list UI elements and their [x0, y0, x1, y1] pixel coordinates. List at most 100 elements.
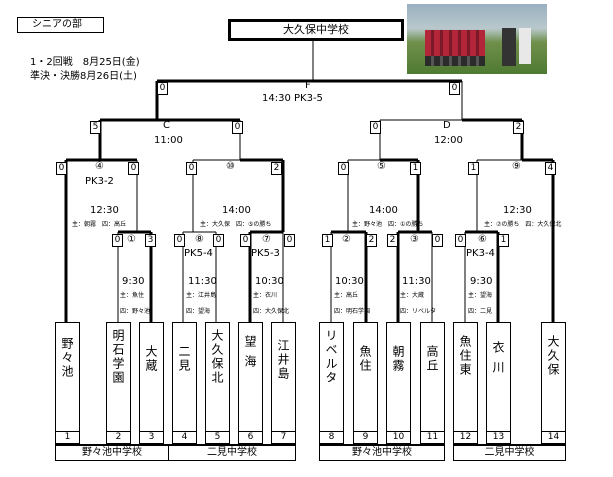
team-number: 12 [453, 431, 478, 444]
team-number: 1 [55, 431, 80, 444]
qf-10-left-score: 0 [186, 162, 197, 175]
team-box-4: 二見 [172, 322, 197, 432]
team-number: 10 [386, 431, 411, 444]
r1-1-ref2: 四：野々池 [120, 308, 151, 315]
semi-c-label: C [163, 120, 170, 131]
semi-c-time: 11:00 [154, 135, 183, 146]
r1-8-ref1: 主：江井島 [186, 292, 217, 299]
r1-1-ref1: 主：魚住 [120, 292, 145, 299]
semi-d-left-score: 0 [370, 121, 381, 134]
r1-2-right-score: 2 [366, 234, 377, 247]
r1-2-id: ② [342, 234, 351, 245]
r1-3-ref1: 主：大蔵 [400, 292, 425, 299]
qf-5-time: 14:00 [369, 205, 398, 216]
semi-c-right-score: 0 [232, 121, 243, 134]
qf-4-pk: PK3-2 [85, 176, 114, 187]
final-right-score: 0 [449, 82, 460, 95]
category-label-box: シニアの部 [17, 17, 104, 33]
venue-3: 野々池中学校 [319, 444, 445, 461]
team-name: 大久保 [546, 335, 560, 377]
category-label: シニアの部 [32, 19, 82, 30]
team-name: 朝霧 [391, 345, 405, 373]
qf-10-id: ⑩ [226, 161, 235, 172]
team-box-10: 朝霧 [386, 322, 411, 432]
team-box-7: 江井島 [271, 322, 296, 432]
r1-8-ref2: 四：望海 [186, 308, 211, 315]
team-number: 8 [319, 431, 344, 444]
semi-c-left-score: 5 [90, 121, 101, 134]
team-number: 4 [172, 431, 197, 444]
team-name: 高丘 [425, 345, 439, 373]
team-name: 大久保北 [210, 329, 224, 385]
team-name: 魚住東 [458, 335, 472, 377]
page-title: 大久保中学校 [283, 23, 349, 36]
team-number: 13 [486, 431, 511, 444]
r1-3-ref2: 四：リベルタ [400, 308, 437, 315]
final-left-score: 0 [157, 82, 168, 95]
team-name: 衣川 [491, 341, 505, 381]
r1-1-right-score: 3 [145, 234, 156, 247]
r1-1-id: ① [127, 234, 136, 245]
r1-6-id: ⑥ [478, 234, 487, 245]
r1-3-left-score: 2 [387, 234, 398, 247]
venue-4: 二見中学校 [453, 444, 566, 461]
r1-8-time: 11:30 [188, 276, 217, 287]
r1-6-time: 9:30 [470, 276, 493, 287]
r1-7-ref2: 四：大久保北 [253, 308, 290, 315]
team-number: 6 [238, 431, 263, 444]
team-name: 江井島 [276, 339, 290, 381]
qf-9-ref: 主：⑦の勝ち 四：大久保北 [484, 221, 562, 228]
r1-8-right-score: 0 [213, 234, 224, 247]
team-name: 魚住 [358, 345, 372, 373]
qf-9-id: ⑨ [512, 161, 521, 172]
r1-6-right-score: 1 [498, 234, 509, 247]
qf-4-id: ④ [95, 161, 104, 172]
team-box-6: 望海 [238, 322, 263, 432]
r1-8-left-score: 0 [174, 234, 185, 247]
team-name: 野々池 [60, 337, 74, 379]
r1-6-ref1: 主：望海 [468, 292, 493, 299]
r1-2-ref2: 四：明石学園 [334, 308, 371, 315]
r1-3-right-score: 0 [432, 234, 443, 247]
r1-2-time: 10:30 [335, 276, 364, 287]
team-number: 14 [541, 431, 566, 444]
qf-4-right-score: 0 [128, 162, 139, 175]
team-number: 2 [106, 431, 131, 444]
title-box: 大久保中学校 [228, 19, 404, 41]
team-box-9: 魚住 [353, 322, 378, 432]
team-box-14: 大久保 [541, 322, 566, 432]
team-box-8: リベルタ [319, 322, 344, 432]
r1-2-ref1: 主：高丘 [334, 292, 359, 299]
qf-9-left-score: 1 [468, 162, 479, 175]
team-name: 望海 [243, 335, 257, 375]
r1-7-pk: PK5-3 [251, 248, 280, 259]
qf-10-ref: 主：大久保 四：⑤の勝ち [200, 221, 272, 228]
final-label: F [305, 80, 311, 91]
r1-7-left-score: 0 [240, 234, 251, 247]
r1-2-left-score: 1 [322, 234, 333, 247]
r1-7-ref1: 主：衣川 [253, 292, 278, 299]
team-box-2: 明石学園 [106, 322, 131, 432]
r1-3-time: 11:30 [402, 276, 431, 287]
r1-6-left-score: 0 [455, 234, 466, 247]
date-line-2: 準決・決勝8月26日(土) [30, 71, 137, 82]
qf-4-left-score: 0 [56, 162, 67, 175]
team-number: 11 [420, 431, 445, 444]
team-box-12: 魚住東 [453, 322, 478, 432]
venue-1: 野々池中学校 [55, 444, 169, 461]
team-box-1: 野々池 [55, 322, 80, 432]
qf-4-ref: 主：朝霧 四：高丘 [72, 221, 127, 228]
semi-d-right-score: 2 [513, 121, 524, 134]
qf-5-left-score: 0 [338, 162, 349, 175]
semi-d-label: D [443, 120, 451, 131]
r1-6-ref2: 四：二見 [468, 308, 493, 315]
team-box-3: 大蔵 [139, 322, 164, 432]
qf-5-right-score: 1 [410, 162, 421, 175]
qf-5-id: ⑤ [377, 161, 386, 172]
r1-7-right-score: 0 [284, 234, 295, 247]
team-name: 明石学園 [111, 329, 125, 385]
final-time: 14:30 PK3-5 [262, 93, 323, 104]
r1-7-id: ⑦ [262, 234, 271, 245]
team-name: 大蔵 [144, 345, 158, 373]
